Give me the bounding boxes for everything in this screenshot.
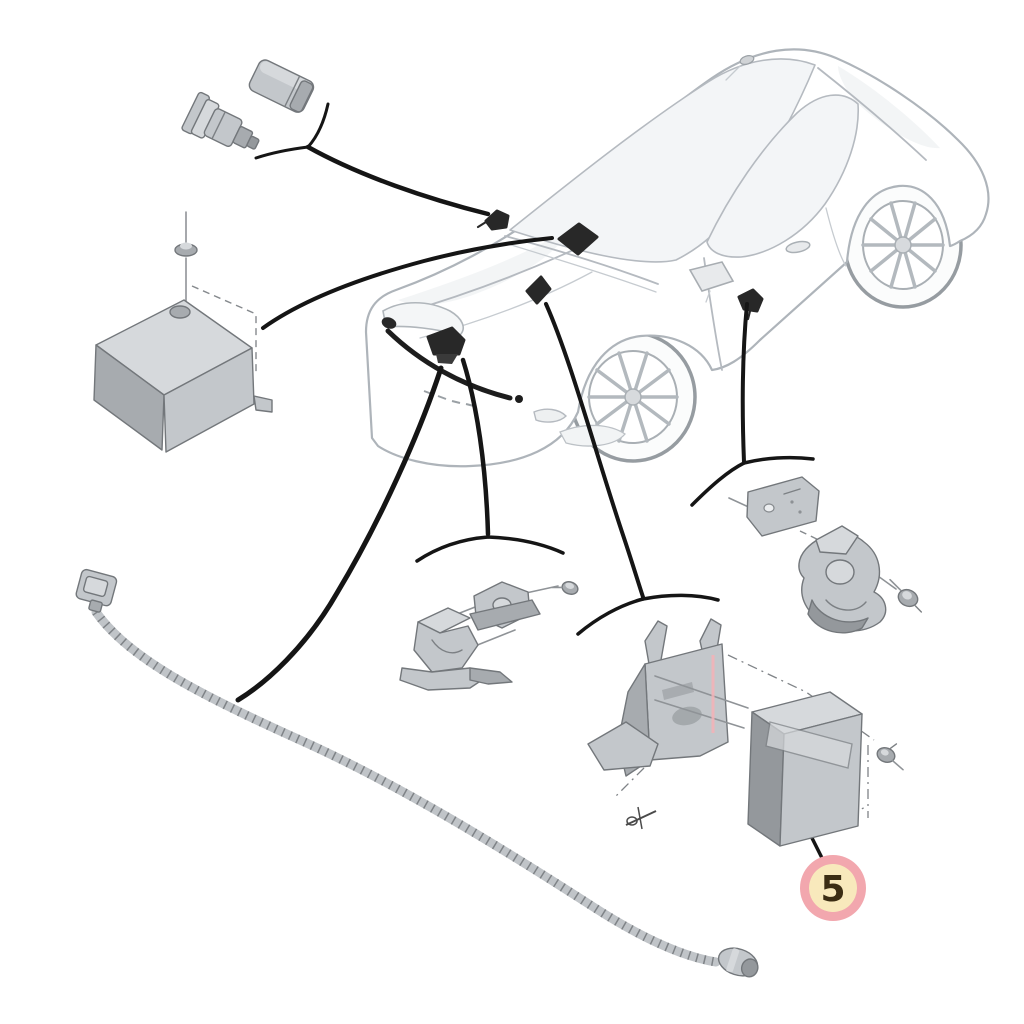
part-ecu-bracket-assembly [587,618,904,847]
siren-clamp [815,525,859,555]
rear-wheel [843,181,963,309]
rear-deck-sheen [838,66,940,149]
part-control-module [93,211,273,453]
bracket-body [413,621,479,673]
wiper-base-sensor [476,209,510,231]
leader-brace-siren-b [742,455,815,465]
module-boss [169,305,191,319]
grille-camera-sensor [426,326,466,364]
module-foot [253,395,273,413]
siren-screw [889,578,923,613]
ecu-bracket-plate [644,643,729,761]
callout-badge-fill [809,864,857,912]
headlight [382,302,464,336]
part-sensor-block [248,59,315,113]
leader-brace-siren-a [690,461,746,507]
door-sensor [737,288,764,321]
leader-brace-center-a [415,535,490,563]
leader-brace-topleft-a [254,145,310,160]
headlight-sensor-dot [381,317,397,329]
grille-chrome-swoosh [385,328,513,401]
ecu-strap [765,721,853,769]
part-wiring-strip [75,568,759,978]
leader-brace-ecu-b [641,593,720,602]
callout-number: 5 [820,869,845,910]
part-sensor-connector [181,91,260,150]
bracket-foot-spur [469,667,513,685]
leader-grille-to-bracket [460,357,491,537]
ecu-screw [876,743,904,771]
car-illustration [364,48,990,468]
rear-hub [894,236,912,254]
roof-antenna [725,55,755,81]
bracket-bolt [551,581,579,595]
leader-brace-ecu-a [576,597,645,636]
bracket-clamp-base [469,599,541,631]
module-left-face [93,344,165,451]
swoosh-end [515,395,523,403]
leader-brace-center-b [486,535,565,555]
side-mirror [688,261,735,303]
part-siren-assembly [728,476,923,634]
module-screw [174,242,198,257]
leader-stem-topleft [305,144,491,217]
door-shutline-rear [825,207,847,267]
side-window [706,94,860,258]
leader-lines [235,102,829,870]
leader-module-to-rain-sensor [261,236,554,330]
dash-sensor [525,275,552,305]
leader-dash-to-ecu [544,302,645,599]
door-handle [785,240,811,254]
rain-sensor [557,222,599,256]
harness-connector-end [717,947,759,978]
rear-glass-line [817,67,927,161]
hood-sheen [398,228,570,305]
fog-lamp-slot [533,408,567,423]
leader-door-to-siren [740,302,749,464]
windshield [509,58,816,263]
ecu-bracket-foot [587,721,659,771]
ecu-bracket-ear-left [644,620,668,665]
leader-grille-to-harness [235,365,444,703]
front-hub [624,388,642,406]
siren-bracket-plate [746,476,820,537]
part-center-bracket [399,581,579,691]
callout-badge[interactable]: 5 [800,855,866,921]
leader-brace-topleft-b [306,102,330,149]
car-mounted-sensors [426,209,764,364]
module-front-face [163,347,255,453]
ecu-clip [625,806,657,830]
wiper-arc [507,243,657,293]
harness-connector-start [75,568,118,613]
